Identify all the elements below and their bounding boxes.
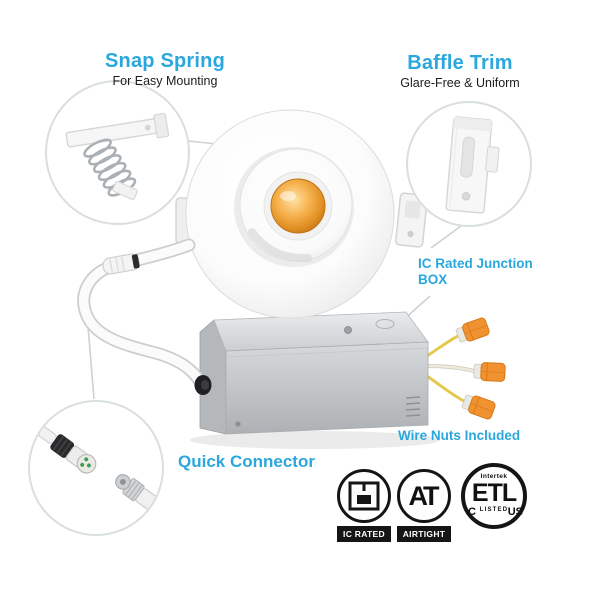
box-screw	[344, 326, 352, 334]
box-front-screw	[235, 421, 241, 427]
box-vents	[405, 396, 421, 417]
wires	[426, 334, 475, 403]
power-cable	[77, 238, 212, 395]
box-front-face	[225, 341, 429, 435]
etl-listed-text: LISTED	[479, 507, 509, 513]
etl-us-mark: US	[507, 506, 523, 518]
gimbal-shadow	[248, 228, 312, 263]
quick-connector-illustration	[37, 426, 162, 521]
etl-brand: ETL	[471, 479, 517, 507]
box-shadow	[190, 431, 440, 449]
led-highlight	[280, 191, 296, 201]
airtight-label: AIRTIGHT	[396, 526, 452, 542]
junction-box	[190, 311, 506, 449]
cable-joint-connector	[102, 253, 140, 275]
ic-rated-certification: IC RATED	[334, 469, 394, 542]
wire-nuts-label: Wire Nuts Included	[398, 428, 521, 443]
airtight-certification: AT AIRTIGHT	[394, 469, 454, 542]
snap-spring-callout-line	[187, 140, 218, 145]
downlight-fixture	[185, 109, 395, 319]
junction-box-label-line2: BOX	[418, 272, 448, 287]
etl-canada-mark: C	[468, 506, 476, 518]
ic-rated-icon	[337, 469, 391, 523]
right-mounting-tab	[394, 192, 428, 248]
etl-listed-icon: Intertek ETL LISTED C US	[461, 463, 527, 529]
snap-spring-callout: Snap Spring For Easy Mounting	[60, 50, 270, 88]
snap-spring-detail-circle	[45, 80, 190, 225]
junction-box-callout: IC Rated Junction BOX	[418, 256, 533, 288]
baffle-trim-callout-line	[430, 225, 462, 249]
led-lens	[270, 178, 326, 234]
quick-connector-detail-circle	[28, 400, 164, 536]
baffle-trim-title: Baffle Trim	[407, 52, 513, 74]
baffle-trim-detail-circle	[406, 101, 532, 227]
baffle-trim-illustration	[445, 116, 500, 214]
quick-connector-label: Quick Connector	[178, 452, 315, 471]
etl-company: Intertek	[480, 473, 508, 480]
ic-rated-label: IC RATED	[337, 526, 391, 542]
baffle-trim-subtitle: Glare-Free & Uniform	[400, 76, 520, 90]
spring-coil-icon	[83, 138, 137, 197]
connector-female-plug	[37, 426, 97, 474]
airtight-abbr: AT	[408, 480, 440, 511]
box-knockout	[375, 319, 395, 329]
snap-spring-subtitle: For Easy Mounting	[112, 74, 218, 88]
junction-box-label-line1: IC Rated Junction	[418, 256, 533, 271]
baffle-trim-callout: Baffle Trim Glare-Free & Uniform	[360, 52, 560, 90]
snap-spring-title: Snap Spring	[105, 50, 225, 72]
snap-spring-illustration	[65, 112, 170, 201]
airtight-icon: AT	[397, 469, 451, 523]
